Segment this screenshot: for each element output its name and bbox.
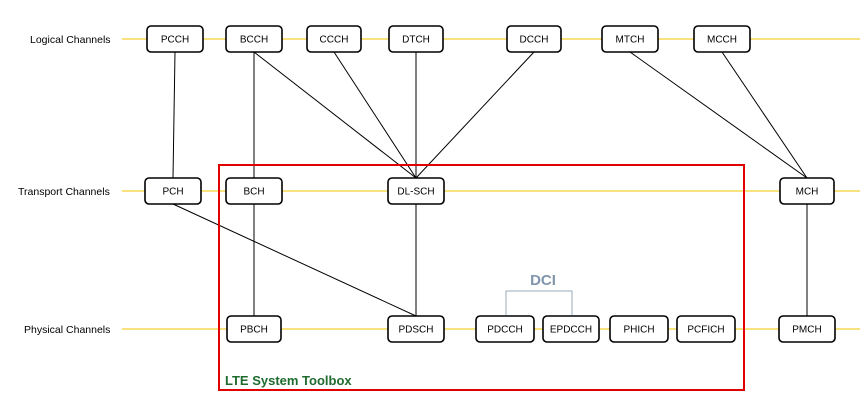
node-mcch: MCCH <box>693 25 751 53</box>
node-dlsch-label: DL-SCH <box>397 187 434 198</box>
node-pch-box <box>144 177 202 205</box>
node-pdcch: PDCCH <box>475 315 535 343</box>
node-pbch-box <box>226 315 282 343</box>
node-bcch: BCCH <box>225 25 283 53</box>
lte-system-toolbox-frame <box>218 164 745 391</box>
node-dcch-label: DCCH <box>520 35 549 46</box>
node-pcch: PCCH <box>146 25 204 53</box>
node-phich-box <box>609 315 669 343</box>
node-pdcch-box <box>475 315 535 343</box>
node-pcch-label: PCCH <box>161 35 189 46</box>
node-dlsch-box <box>387 177 445 205</box>
node-pmch-label: PMCH <box>792 325 821 336</box>
node-ccch-box <box>306 25 362 53</box>
node-mcch-label: MCCH <box>707 35 737 46</box>
node-dcch-box <box>506 25 562 53</box>
node-bcch-box <box>225 25 283 53</box>
node-dtch: DTCH <box>388 25 444 53</box>
link-pch-pdsch <box>172 203 417 317</box>
node-dcch: DCCH <box>506 25 562 53</box>
link-mtch-mch <box>629 51 808 179</box>
link-dcch-dlsch <box>415 51 535 179</box>
physical-row-label: Physical Channels <box>24 324 110 336</box>
node-phich: PHICH <box>609 315 669 343</box>
node-mtch-label: MTCH <box>616 35 645 46</box>
node-pmch: PMCH <box>778 315 836 343</box>
node-bcch-label: BCCH <box>240 35 268 46</box>
node-mch: MCH <box>779 177 835 205</box>
node-dlsch: DL-SCH <box>387 177 445 205</box>
node-dtch-box <box>388 25 444 53</box>
node-epdcch-label: EPDCCH <box>550 325 592 336</box>
node-mch-box <box>779 177 835 205</box>
node-mtch: MTCH <box>601 25 659 53</box>
channel-links <box>172 51 808 317</box>
node-pcfich-box <box>676 315 736 343</box>
node-pcch-box <box>146 25 204 53</box>
node-pdsch: PDSCH <box>387 315 445 343</box>
link-pcch-pch <box>172 51 176 179</box>
node-bch-box <box>225 177 283 205</box>
link-ccch-dlsch <box>333 51 417 179</box>
logical-row-label: Logical Channels <box>30 34 111 46</box>
node-epdcch-box <box>542 315 600 343</box>
node-pch-label: PCH <box>162 187 183 198</box>
node-epdcch: EPDCCH <box>542 315 600 343</box>
channel-nodes: PCCH BCCH CCCH DTCH DCCH MTCH MCCH PCH BCH DL-SCH… <box>144 25 836 343</box>
node-bch-label: BCH <box>243 187 264 198</box>
node-pch: PCH <box>144 177 202 205</box>
dci-bracket <box>505 290 573 315</box>
node-dtch-label: DTCH <box>402 35 430 46</box>
node-phich-label: PHICH <box>623 325 654 336</box>
dci-group: DCI <box>505 272 573 315</box>
node-bch: BCH <box>225 177 283 205</box>
node-pdcch-label: PDCCH <box>487 325 523 336</box>
node-mtch-box <box>601 25 659 53</box>
node-mcch-box <box>693 25 751 53</box>
node-ccch-label: CCCH <box>320 35 349 46</box>
node-pcfich-label: PCFICH <box>687 325 724 336</box>
link-bcch-dlsch <box>253 51 417 179</box>
node-pdsch-box <box>387 315 445 343</box>
node-pmch-box <box>778 315 836 343</box>
node-pbch-label: PBCH <box>240 325 268 336</box>
node-mch-label: MCH <box>796 187 819 198</box>
transport-row-label: Transport Channels <box>18 186 110 198</box>
node-pdsch-label: PDSCH <box>398 325 433 336</box>
node-pbch: PBCH <box>226 315 282 343</box>
link-mcch-mch <box>721 51 808 179</box>
dci-label: DCI <box>530 272 556 289</box>
node-ccch: CCCH <box>306 25 362 53</box>
node-pcfich: PCFICH <box>676 315 736 343</box>
lte-system-toolbox-label: LTE System Toolbox <box>225 373 352 388</box>
